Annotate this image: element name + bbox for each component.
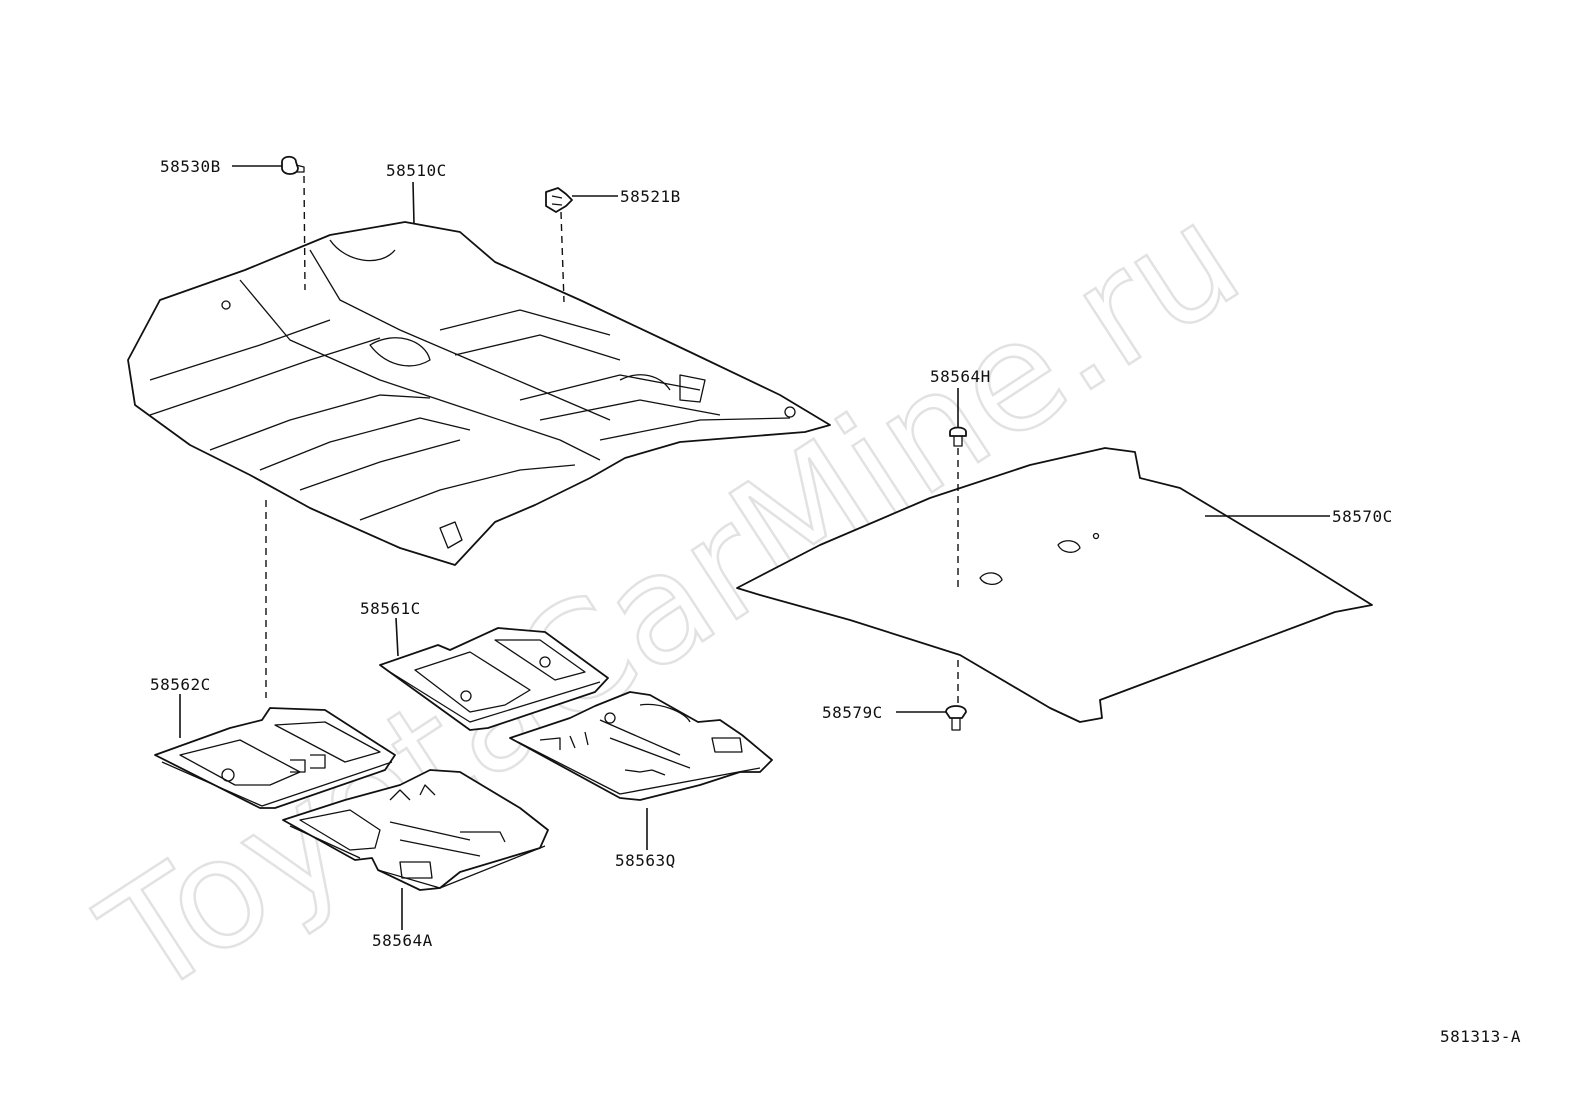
floor-mat-58562c[interactable] xyxy=(154,707,396,809)
diagram-code: 581313-A xyxy=(1440,1027,1521,1046)
clip-58521b[interactable] xyxy=(545,187,573,213)
label-58510c: 58510C xyxy=(386,161,447,180)
label-58563q: 58563Q xyxy=(615,851,676,870)
label-58562c: 58562C xyxy=(150,675,211,694)
floor-mat-58563q[interactable] xyxy=(509,691,773,801)
label-58521b: 58521B xyxy=(620,187,681,206)
floor-mat-58564a[interactable] xyxy=(282,769,549,891)
label-58564h: 58564H xyxy=(930,367,991,386)
clip-58579c[interactable] xyxy=(945,705,967,731)
label-58579c: 58579C xyxy=(822,703,883,722)
label-58561c: 58561C xyxy=(360,599,421,618)
leader-lines xyxy=(179,165,1330,930)
assembly-lines xyxy=(265,175,959,704)
label-58570c: 58570C xyxy=(1332,507,1393,526)
clip-58530b[interactable] xyxy=(281,155,305,175)
floor-mat-58561c[interactable] xyxy=(379,627,609,731)
floor-carpet-58510c[interactable] xyxy=(127,221,831,566)
label-58564a: 58564A xyxy=(372,931,433,950)
clip-58564h[interactable] xyxy=(949,426,967,447)
label-58530b: 58530B xyxy=(160,157,221,176)
